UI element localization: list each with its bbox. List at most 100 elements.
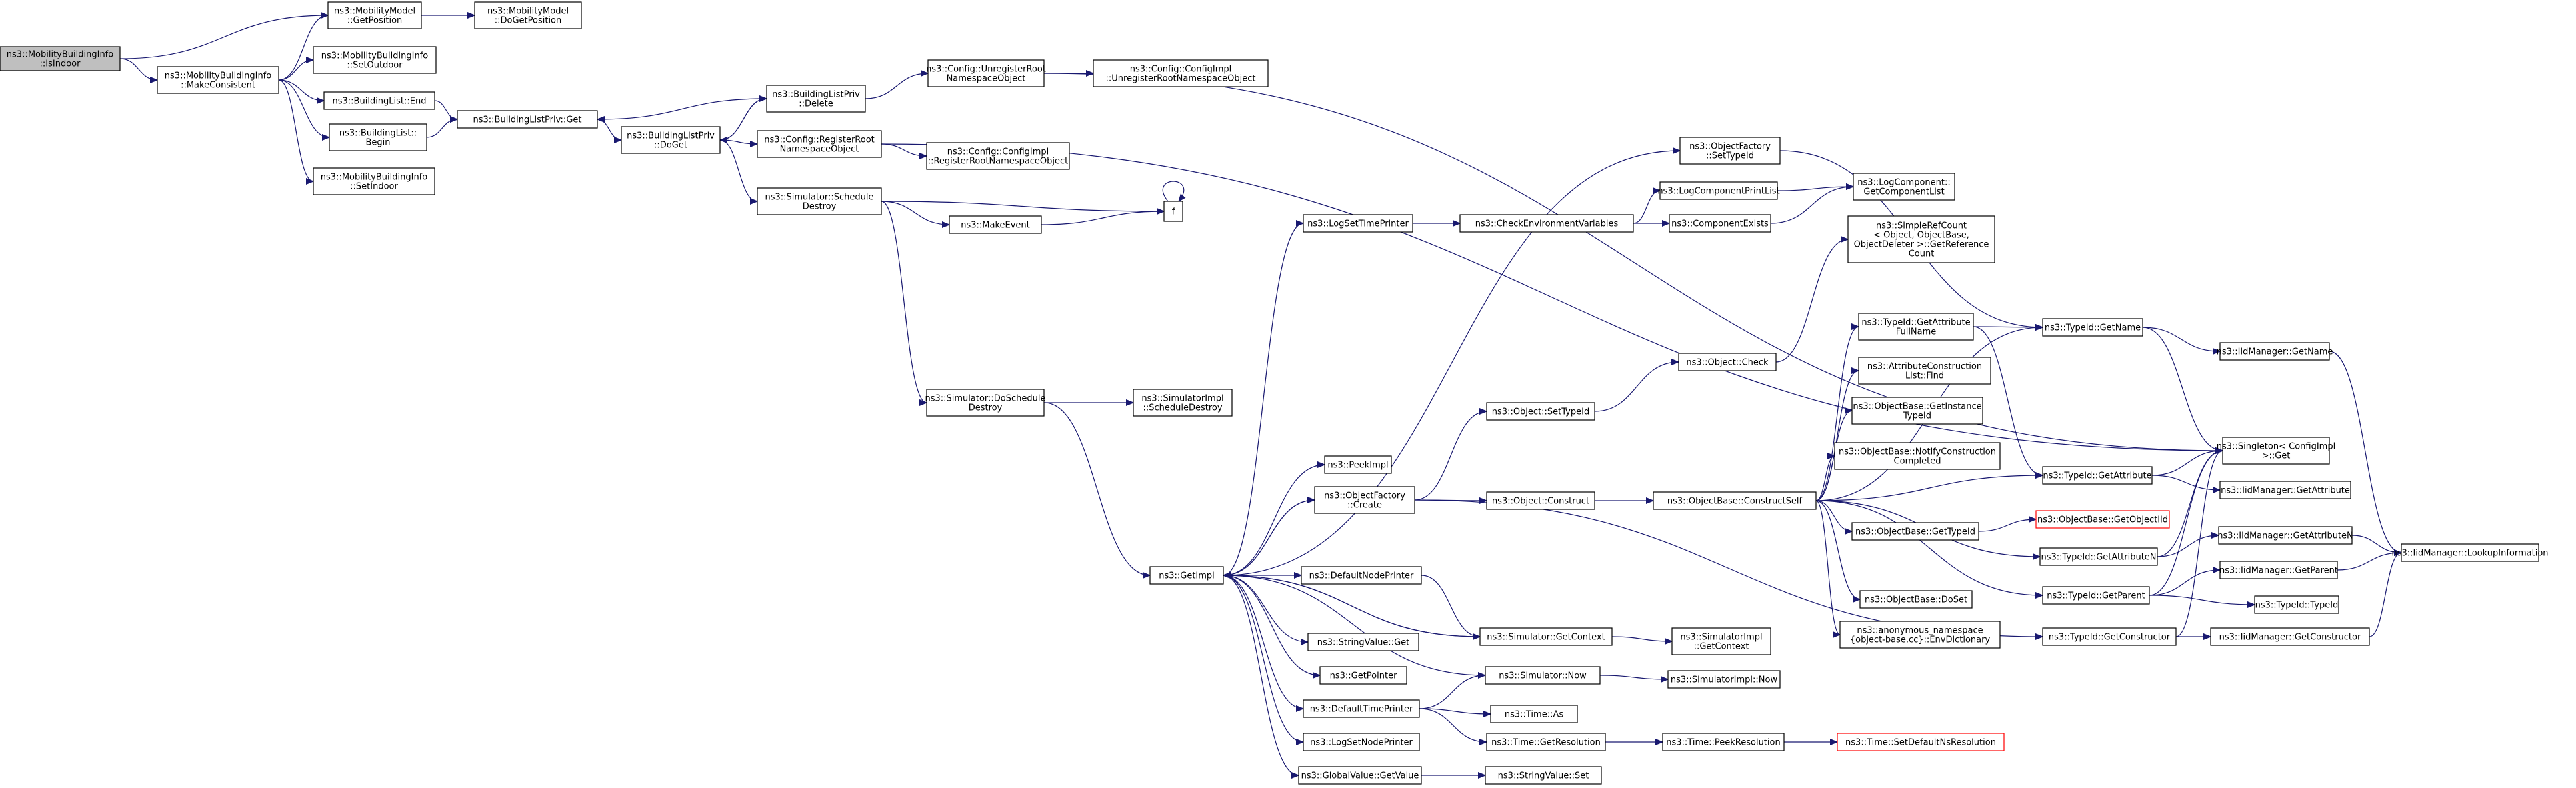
node-blpget[interactable]: ns3::BuildingListPriv::Get (457, 110, 598, 129)
call-edge-checkenv-to-logcompprintlist (1633, 191, 1661, 224)
node-logsettimeprinter[interactable]: ns3::LogSetTimePrinter (1303, 214, 1413, 233)
node-iidgetparent[interactable]: ns3::IidManager::GetParent (2219, 561, 2338, 579)
node-defnodeprinter[interactable]: ns3::DefaultNodePrinter (1301, 566, 1422, 585)
node-timegetres[interactable]: ns3::Time::GetResolution (1486, 733, 1606, 751)
node-logsetnodeprinter[interactable]: ns3::LogSetNodePrinter (1303, 733, 1420, 751)
node-compexists[interactable]: ns3::ComponentExists (1669, 214, 1771, 233)
node-iidgetconstr[interactable]: ns3::IidManager::GetConstructor (2210, 627, 2370, 646)
node-iidgetattrn[interactable]: ns3::IidManager::GetAttributeN (2217, 526, 2353, 545)
node-label-line: ns3::Object::SetTypeId (1492, 407, 1589, 417)
node-label-line: ns3::LogComponentPrintList (1657, 187, 1779, 197)
node-label-line: ::GetPosition (347, 16, 403, 26)
node-obgettypeid[interactable]: ns3::ObjectBase::GetTypeId (1851, 522, 1979, 541)
call-edge-objcheck-to-simplerefcount (1775, 239, 1848, 363)
node-stringvalueget[interactable]: ns3::StringValue::Get (1307, 633, 1419, 651)
node-notifyconstr[interactable]: ns3::ObjectBase::NotifyConstructionCompl… (1834, 442, 2001, 470)
node-simplerefcount[interactable]: ns3::SimpleRefCount< Object, ObjectBase,… (1847, 215, 1995, 263)
node-box (1837, 733, 2005, 751)
node-label-line: ns3::IidManager::LookupInformation (2391, 549, 2548, 559)
node-iidlookup[interactable]: ns3::IidManager::LookupInformation (2391, 543, 2549, 562)
node-f[interactable]: f (1163, 201, 1183, 222)
node-box (1479, 627, 1613, 646)
node-isindoor[interactable]: ns3::MobilityBuildingInfo::IsIndoor (0, 46, 121, 71)
node-ofcreate[interactable]: ns3::ObjectFactory::Create (1314, 486, 1415, 514)
node-blbegin[interactable]: ns3::BuildingList::Begin (329, 123, 427, 151)
node-box (1847, 215, 1995, 263)
node-obdoset[interactable]: ns3::ObjectBase::DoSet (1859, 590, 1973, 609)
node-timepeekres[interactable]: ns3::Time::PeekResolution (1662, 733, 1785, 751)
node-box (1163, 201, 1183, 222)
node-getcomplist[interactable]: ns3::LogComponent::GetComponentList (1853, 173, 1955, 201)
node-typeidtypeid[interactable]: ns3::TypeId::TypeId (2254, 595, 2339, 614)
node-typeidgetparent[interactable]: ns3::TypeId::GetParent (2042, 586, 2150, 605)
node-getimpl[interactable]: ns3::GetImpl (1149, 566, 1224, 585)
node-box (2219, 561, 2338, 579)
node-label-line: ns3::Config::RegisterRoot (764, 135, 875, 145)
node-blpdelete[interactable]: ns3::BuildingListPriv::Delete (766, 85, 866, 113)
node-blpdoget[interactable]: ns3::BuildingListPriv::DoGet (621, 126, 721, 154)
node-typeidgetattrn[interactable]: ns3::TypeId::GetAttributeN (2039, 547, 2158, 566)
node-setoutdoor[interactable]: ns3::MobilityBuildingInfo::SetOutdoor (313, 46, 437, 74)
node-checkenv[interactable]: ns3::CheckEnvironmentVariables (1459, 214, 1634, 233)
node-label-line: ns3::MobilityBuildingInfo (321, 51, 428, 61)
node-stringvalueset[interactable]: ns3::StringValue::Set (1485, 766, 1602, 785)
node-box (757, 130, 882, 158)
node-peekimpl[interactable]: ns3::PeekImpl (1324, 455, 1392, 474)
node-envdict[interactable]: ns3::anonymous_namespace{object-base.cc}… (1839, 621, 2001, 649)
node-logcompprintlist[interactable]: ns3::LogComponentPrintList (1657, 181, 1780, 200)
node-iidgetname[interactable]: ns3::IidManager::GetName (2217, 342, 2333, 361)
node-label-line: ns3::DefaultNodePrinter (1309, 571, 1414, 581)
node-label-line: ::SetOutdoor (347, 61, 403, 71)
node-typeidgetconstr[interactable]: ns3::TypeId::GetConstructor (2042, 627, 2177, 646)
node-box (2042, 466, 2153, 485)
node-dogetposition[interactable]: ns3::MobilityModel::DoGetPosition (474, 1, 582, 29)
node-box (2042, 627, 2177, 646)
node-cfgimplunreg[interactable]: ns3::Config::ConfigImpl::UnregisterRootN… (1093, 59, 1269, 87)
node-ofsettypeid[interactable]: ns3::ObjectFactory::SetTypeId (1679, 137, 1781, 165)
node-iidgetattr[interactable]: ns3::IidManager::GetAttribute (2219, 481, 2351, 499)
node-box (1459, 214, 1634, 233)
node-schedestroy[interactable]: ns3::Simulator::ScheduleDestroy (757, 187, 882, 215)
node-label-line: ns3::BuildingList:: (339, 129, 417, 139)
node-getposition[interactable]: ns3::MobilityModel::GetPosition (327, 1, 422, 29)
node-typeidgetname[interactable]: ns3::TypeId::GetName (2042, 318, 2143, 337)
node-label-line: ::ScheduleDestroy (1143, 403, 1222, 413)
node-simimplnow[interactable]: ns3::SimulatorImpl::Now (1667, 670, 1781, 689)
call-edge-blend-to-blpget (434, 100, 458, 119)
node-gvgetvalue[interactable]: ns3::GlobalValue::GetValue (1298, 766, 1422, 785)
node-label-line: ns3::ObjectBase::DoSet (1865, 595, 1967, 605)
node-simnow[interactable]: ns3::Simulator::Now (1485, 666, 1601, 685)
node-obgetobjectiid[interactable]: ns3::ObjectBase::GetObjectIid (2035, 510, 2170, 529)
node-objsettypeid[interactable]: ns3::Object::SetTypeId (1486, 402, 1595, 421)
call-edge-typeidgetattrn-to-iidgetattrn (2157, 535, 2219, 557)
node-timesetdefns[interactable]: ns3::Time::SetDefaultNsResolution (1837, 733, 2005, 751)
node-objconstruct[interactable]: ns3::Object::Construct (1486, 491, 1595, 510)
node-timeas[interactable]: ns3::Time::As (1490, 705, 1578, 723)
node-cfgreg[interactable]: ns3::Config::RegisterRootNamespaceObject (757, 130, 882, 158)
node-simimplgetcontext[interactable]: ns3::SimulatorImpl::GetContext (1671, 627, 1771, 655)
node-typeidgetattr[interactable]: ns3::TypeId::GetAttribute (2042, 466, 2153, 485)
node-obconstructself[interactable]: ns3::ObjectBase::ConstructSelf (1653, 491, 1817, 510)
node-deftimeprinter[interactable]: ns3::DefaultTimePrinter (1303, 699, 1420, 718)
node-objcheck[interactable]: ns3::Object::Check (1678, 353, 1777, 371)
node-makeevent[interactable]: ns3::MakeEvent (949, 215, 1042, 234)
call-edge-cfgreg-to-cfgimplreg (881, 143, 927, 156)
call-edge-getimpl-to-getpointer (1223, 575, 1320, 675)
node-blend[interactable]: ns3::BuildingList::End (323, 91, 435, 110)
node-simimplschedestroy[interactable]: ns3::SimulatorImpl::ScheduleDestroy (1133, 389, 1233, 417)
node-cfgunreg[interactable]: ns3::Config::UnregisterRootNamespaceObje… (926, 59, 1046, 87)
call-edge-blpdoget-to-schedestroy (719, 139, 758, 201)
call-edge-logcompprintlist-to-getcomplist (1777, 187, 1853, 191)
node-label-line: ns3::TypeId::GetAttribute (1861, 318, 1970, 328)
node-getpointer[interactable]: ns3::GetPointer (1319, 666, 1407, 685)
node-label-line: ns3::Time::SetDefaultNsResolution (1845, 738, 1996, 748)
node-setindoor[interactable]: ns3::MobilityBuildingInfo::SetIndoor (313, 167, 435, 195)
node-makeconsistent[interactable]: ns3::MobilityBuildingInfo::MakeConsisten… (157, 66, 279, 94)
node-singletonget[interactable]: ns3::Singleton< ConfigImpl >::Get (2217, 437, 2335, 465)
node-cfgimplreg[interactable]: ns3::Config::ConfigImpl::RegisterRootNam… (926, 142, 1070, 170)
node-simgetcontext[interactable]: ns3::Simulator::GetContext (1479, 627, 1613, 646)
